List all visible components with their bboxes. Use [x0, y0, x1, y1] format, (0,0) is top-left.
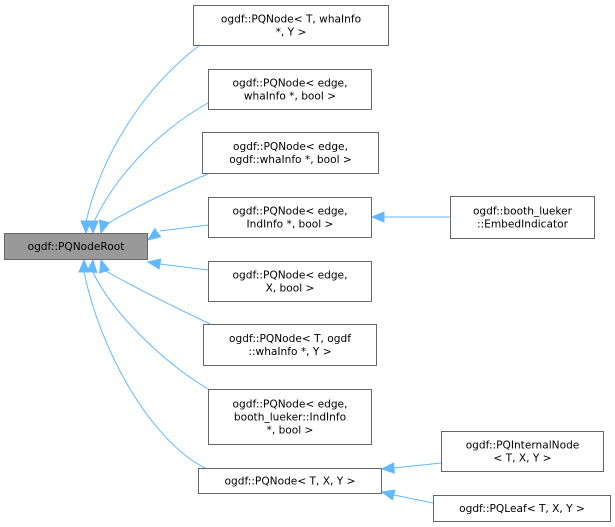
- inheritance-edge: [146, 258, 209, 271]
- class-node[interactable]: ogdf::PQNode< edge,ogdf::whaInfo *, bool…: [202, 132, 379, 174]
- class-node[interactable]: ogdf::PQLeaf< T, X, Y >: [433, 495, 611, 522]
- node-label: ogdf::PQNode< T, X, Y >: [225, 476, 356, 488]
- node-box: [208, 197, 372, 238]
- arrowhead-icon: [146, 258, 162, 270]
- node-box: [208, 389, 372, 445]
- arrowhead-icon: [99, 258, 111, 274]
- inheritance-edge: [146, 224, 209, 241]
- node-box: [4, 233, 148, 260]
- class-node[interactable]: ogdf::PQNode< edge,IndInfo *, bool >: [208, 197, 372, 238]
- inheritance-edge: [99, 258, 211, 325]
- class-node[interactable]: ogdf::PQNode< T, X, Y >: [198, 468, 382, 494]
- class-node-current: ogdf::PQNodeRoot: [4, 233, 148, 260]
- edge-line: [393, 462, 442, 469]
- node-label: booth_lueker::IndInfo: [234, 412, 346, 424]
- edge-line: [85, 44, 201, 223]
- arrowhead-icon: [146, 227, 162, 241]
- node-box: [208, 261, 372, 302]
- inheritance-edge: [78, 258, 206, 469]
- class-node[interactable]: ogdf::PQInternalNode< T, X, Y >: [441, 431, 604, 472]
- arrowhead-icon: [80, 220, 92, 235]
- node-label: X, bool >: [266, 283, 315, 295]
- arrowhead-icon: [380, 462, 395, 474]
- arrowhead-icon: [98, 219, 110, 235]
- edges-layer: [78, 44, 450, 504]
- edge-line: [103, 269, 211, 325]
- node-label: ogdf::PQNode< edge,: [233, 399, 348, 411]
- node-label: ogdf::PQNode< edge,: [233, 141, 348, 153]
- node-label: *, bool >: [267, 425, 314, 437]
- node-label: ogdf::whaInfo *, bool >: [229, 154, 352, 166]
- class-node[interactable]: ogdf::PQNode< edge,whaInfo *, bool >: [208, 69, 372, 110]
- node-label: ogdf::PQNodeRoot: [28, 241, 125, 253]
- inheritance-edge: [370, 211, 450, 223]
- node-box: [198, 468, 382, 494]
- arrowhead-icon: [380, 489, 396, 501]
- edge-line: [102, 172, 211, 227]
- arrowhead-icon: [78, 258, 90, 273]
- node-label: ogdf::PQNode< edge,: [233, 270, 348, 282]
- node-label: ::whaInfo *, Y >: [248, 346, 331, 358]
- edge-line: [393, 494, 434, 504]
- inheritance-edge: [87, 102, 209, 235]
- node-label: IndInfo *, bool >: [247, 219, 334, 231]
- node-box: [208, 69, 372, 110]
- class-node[interactable]: ogdf::PQNode< edge,booth_lueker::IndInfo…: [208, 389, 372, 445]
- node-label: ::EmbedIndicator: [477, 219, 569, 231]
- node-box: [203, 324, 377, 366]
- nodes-layer: ogdf::PQNodeRoot ogdf::PQNode< T, whaInfo…: [4, 5, 611, 522]
- arrowhead-icon: [86, 258, 98, 274]
- edge-line: [159, 263, 209, 271]
- node-label: ogdf::PQNode< edge,: [233, 78, 348, 90]
- node-label: ogdf::PQNode< edge,: [233, 206, 348, 218]
- edge-line: [83, 271, 206, 469]
- inheritance-edge: [80, 44, 201, 235]
- edge-line: [92, 102, 209, 225]
- node-label: ogdf::PQNode< T, whaInfo: [221, 14, 361, 26]
- node-label: ogdf::PQInternalNode: [466, 440, 580, 452]
- class-node[interactable]: ogdf::PQNode< T, ogdf::whaInfo *, Y >: [203, 324, 377, 366]
- inheritance-edge: [380, 462, 442, 474]
- node-box: [450, 196, 595, 239]
- node-label: ogdf::booth_lueker: [473, 206, 573, 218]
- node-label: whaInfo *, bool >: [244, 91, 336, 103]
- class-node[interactable]: ogdf::booth_lueker::EmbedIndicator: [450, 196, 595, 239]
- class-node[interactable]: ogdf::PQNode< edge,X, bool >: [208, 261, 372, 302]
- node-box: [441, 431, 604, 472]
- node-label: *, Y >: [276, 27, 307, 39]
- node-label: ogdf::PQNode< T, ogdf: [229, 333, 351, 345]
- inheritance-edge: [86, 258, 209, 390]
- arrowhead-icon: [370, 211, 385, 223]
- node-box: [433, 495, 611, 522]
- edge-line: [159, 224, 209, 232]
- arrowhead-icon: [87, 220, 99, 235]
- node-box: [193, 5, 389, 46]
- inheritance-edge: [98, 172, 211, 235]
- node-label: ogdf::PQLeaf< T, X, Y >: [459, 503, 585, 515]
- inheritance-edge: [380, 489, 434, 504]
- class-node[interactable]: ogdf::PQNode< T, whaInfo*, Y >: [193, 5, 389, 46]
- node-box: [202, 132, 379, 174]
- edge-line: [91, 269, 209, 390]
- node-label: < T, X, Y >: [493, 453, 551, 465]
